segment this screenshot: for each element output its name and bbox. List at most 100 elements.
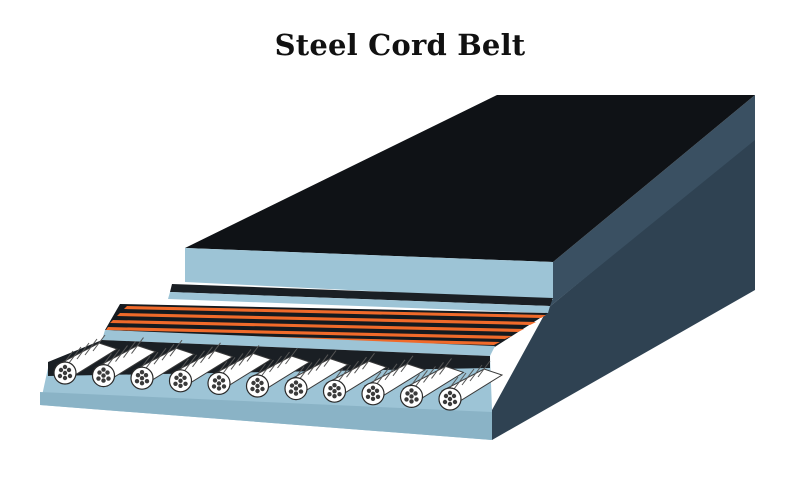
steel-cord: [53, 334, 119, 385]
wire-dot: [409, 394, 414, 399]
wire-dot: [62, 370, 68, 376]
top-cover-edge: [185, 248, 553, 300]
wire-dot: [105, 370, 110, 375]
wire-dot: [332, 389, 337, 394]
steel-cord: [399, 358, 465, 408]
wire-dot: [375, 394, 381, 399]
wire-dot: [255, 388, 260, 394]
steel-cord: [130, 339, 196, 390]
strand-line: [131, 337, 144, 354]
wire-dot: [327, 392, 332, 397]
strand-line: [453, 372, 467, 390]
wire-dot: [250, 386, 255, 392]
wire-dot: [62, 375, 68, 381]
strand-line: [423, 366, 436, 383]
wire-dot: [288, 389, 294, 394]
wire-dot: [365, 394, 371, 399]
wire-dot: [409, 399, 414, 404]
breaker-step: [168, 292, 550, 313]
wire-dot: [366, 388, 372, 393]
wire-dot: [447, 401, 453, 407]
wire-dot: [370, 396, 376, 401]
strand-line: [315, 354, 329, 371]
wire-dot: [293, 391, 299, 396]
strand-line: [208, 342, 221, 360]
wire-dot: [297, 383, 303, 388]
strand-line: [307, 358, 321, 375]
strand-line: [469, 364, 483, 382]
strand-line: [76, 342, 90, 360]
steel-cord: [438, 360, 504, 411]
strand-line: [246, 345, 260, 362]
middle-cover: [102, 330, 495, 356]
strand-line: [153, 347, 167, 365]
wire-dot: [101, 378, 106, 383]
wire-dot: [370, 385, 376, 390]
top-cover: [185, 95, 755, 262]
steel-cord: [91, 337, 157, 388]
wire-dot: [332, 383, 337, 388]
strand-line: [362, 352, 375, 370]
wire-dot: [67, 373, 73, 379]
wire-dot: [216, 381, 222, 386]
strand-line: [92, 334, 106, 352]
wire-dot: [173, 381, 178, 386]
wire-dot: [143, 373, 149, 378]
steel-cord: [361, 355, 427, 406]
wire-dot: [293, 380, 299, 385]
strand-line: [84, 338, 98, 356]
strand-line: [261, 359, 274, 377]
strand-line: [346, 360, 359, 378]
strand-line: [439, 358, 452, 375]
orange-ply: [117, 313, 536, 325]
belt-side-upper: [548, 95, 755, 308]
wire-dot: [221, 384, 227, 389]
strand-line: [461, 368, 475, 386]
wire-dot: [139, 381, 145, 386]
strand-line: [338, 364, 351, 382]
strand-line: [200, 346, 213, 364]
wire-dot: [260, 386, 265, 392]
steel-cord: [322, 352, 388, 403]
wire-dot: [101, 373, 106, 378]
strand-line: [415, 370, 428, 387]
separator-strip: [170, 284, 553, 306]
wire-dot: [106, 376, 111, 381]
steel-cord: [207, 345, 273, 395]
strand-line: [376, 367, 390, 385]
wire-dot: [216, 386, 222, 391]
wire-dot: [251, 380, 256, 386]
strand-line: [115, 345, 128, 362]
strand-line: [277, 351, 290, 369]
wire-dot: [328, 386, 333, 391]
wire-dot: [174, 375, 179, 380]
strand-line: [169, 339, 183, 357]
wire-dot: [66, 367, 72, 373]
strand-line: [354, 356, 367, 374]
wire-dot: [178, 383, 183, 388]
strand-line: [238, 349, 252, 366]
wire-dot: [255, 377, 260, 383]
bottom-cover-front: [40, 392, 492, 440]
wire-dot: [414, 397, 419, 402]
strand-line: [145, 351, 159, 369]
strand-line: [107, 349, 120, 366]
wire-dot: [452, 399, 458, 405]
wire-dot: [451, 393, 457, 399]
wire-dot: [178, 372, 183, 377]
wire-dot: [211, 384, 217, 389]
wire-dot: [443, 393, 449, 399]
wire-dot: [101, 367, 106, 372]
steel-cord: [168, 342, 234, 393]
wire-dot: [289, 383, 295, 388]
strand-line: [269, 355, 282, 373]
strand-line: [161, 343, 175, 361]
wire-dot: [332, 394, 337, 399]
wire-dot: [97, 370, 102, 375]
wire-dot: [413, 391, 418, 396]
orange-ply: [124, 306, 546, 318]
steel-cord: [245, 347, 311, 398]
wire-dot: [447, 390, 453, 396]
wire-dot: [255, 383, 260, 389]
